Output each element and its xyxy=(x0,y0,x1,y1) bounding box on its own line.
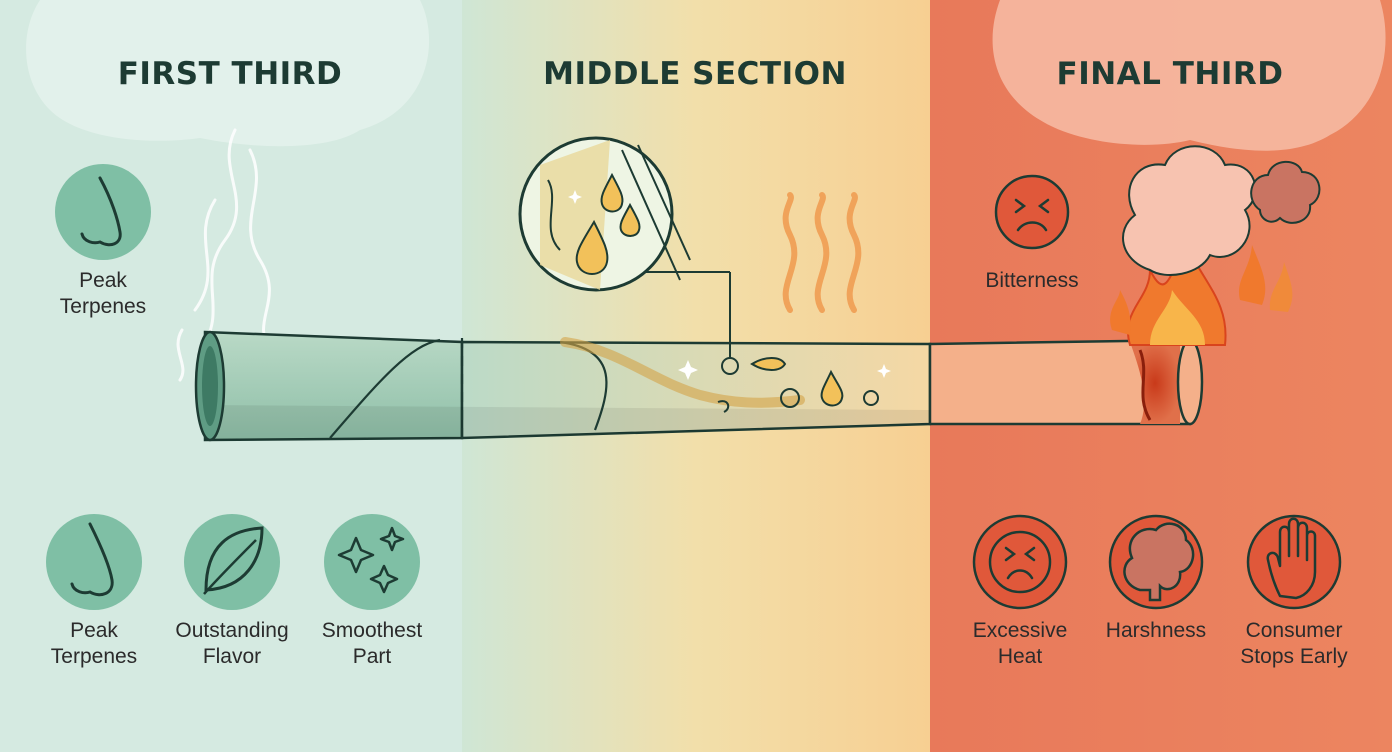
first-side-label: Peak Terpenes xyxy=(59,269,147,318)
nose-icon xyxy=(55,164,151,260)
oil-droplets-icon xyxy=(717,357,879,413)
nose-icon xyxy=(46,514,142,610)
sparkles-icon xyxy=(324,514,420,610)
smoke-cloud-icon xyxy=(1108,514,1204,610)
frown-face-icon xyxy=(994,174,1070,250)
joint-illustration xyxy=(194,330,1204,442)
final-icon-label-excessive-heat: Excessive Heat xyxy=(972,619,1068,668)
first-icon-label-smoothest-part: Smoothest Part xyxy=(321,619,423,668)
smoke-plume-icon xyxy=(1122,145,1321,276)
heat-waves-icon xyxy=(782,192,862,313)
final-side-label: Bitterness xyxy=(985,269,1079,292)
sparkle-marks xyxy=(678,360,891,380)
first-icon-label-peak-terpenes: Peak Terpenes xyxy=(50,619,138,668)
fire-icon xyxy=(1110,237,1293,346)
final-icon-label-harshness: Harshness xyxy=(1105,619,1207,642)
first-smoke-cloud xyxy=(26,0,430,147)
final-smoke-cloud xyxy=(992,0,1386,151)
smoke-wisps-icon xyxy=(176,128,272,382)
final-icon-label-consumer-stops-early: Consumer Stops Early xyxy=(1240,619,1348,668)
leaf-icon xyxy=(184,514,280,610)
section-title-final-third: FINAL THIRD xyxy=(1056,56,1284,92)
oil-droplets-magnifier-icon xyxy=(518,136,731,358)
frown-face-icon xyxy=(972,514,1068,610)
first-icon-label-outstanding-flavor: Outstanding Flavor xyxy=(175,619,289,668)
stop-hand-icon xyxy=(1246,514,1342,610)
section-title-middle-section: MIDDLE SECTION xyxy=(543,56,847,92)
section-title-first-third: FIRST THIRD xyxy=(117,56,343,92)
